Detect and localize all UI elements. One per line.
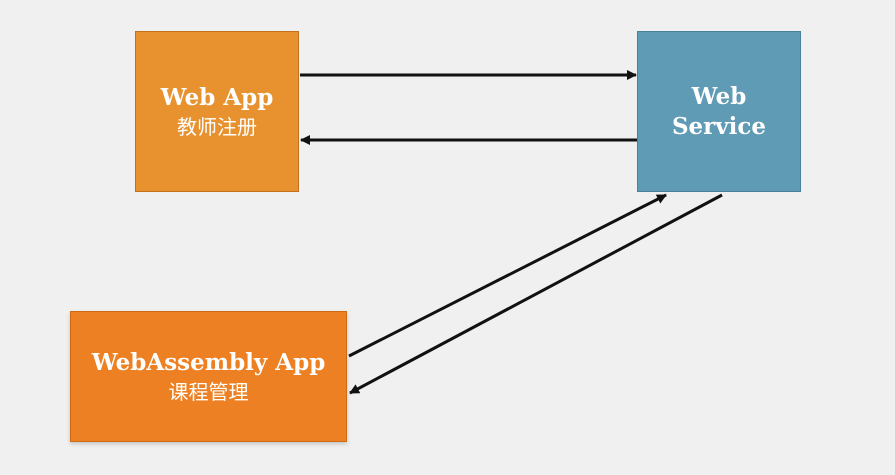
web-app-subtitle: 教师注册	[177, 114, 257, 139]
webassembly-app-box: WebAssembly App 课程管理	[70, 311, 347, 442]
web-service-title-line2: Service	[671, 112, 767, 140]
webassembly-app-subtitle: 课程管理	[168, 379, 249, 404]
arrow-wasm-to-service	[348, 193, 667, 358]
webassembly-app-title: WebAssembly App	[91, 348, 326, 376]
web-app-title: Web App	[160, 83, 274, 111]
arrow-service-to-wasm	[349, 193, 723, 395]
web-service-title-line1: Web	[691, 82, 747, 110]
web-service-box: Web Service	[637, 31, 801, 192]
web-app-box: Web App 教师注册	[135, 31, 299, 192]
